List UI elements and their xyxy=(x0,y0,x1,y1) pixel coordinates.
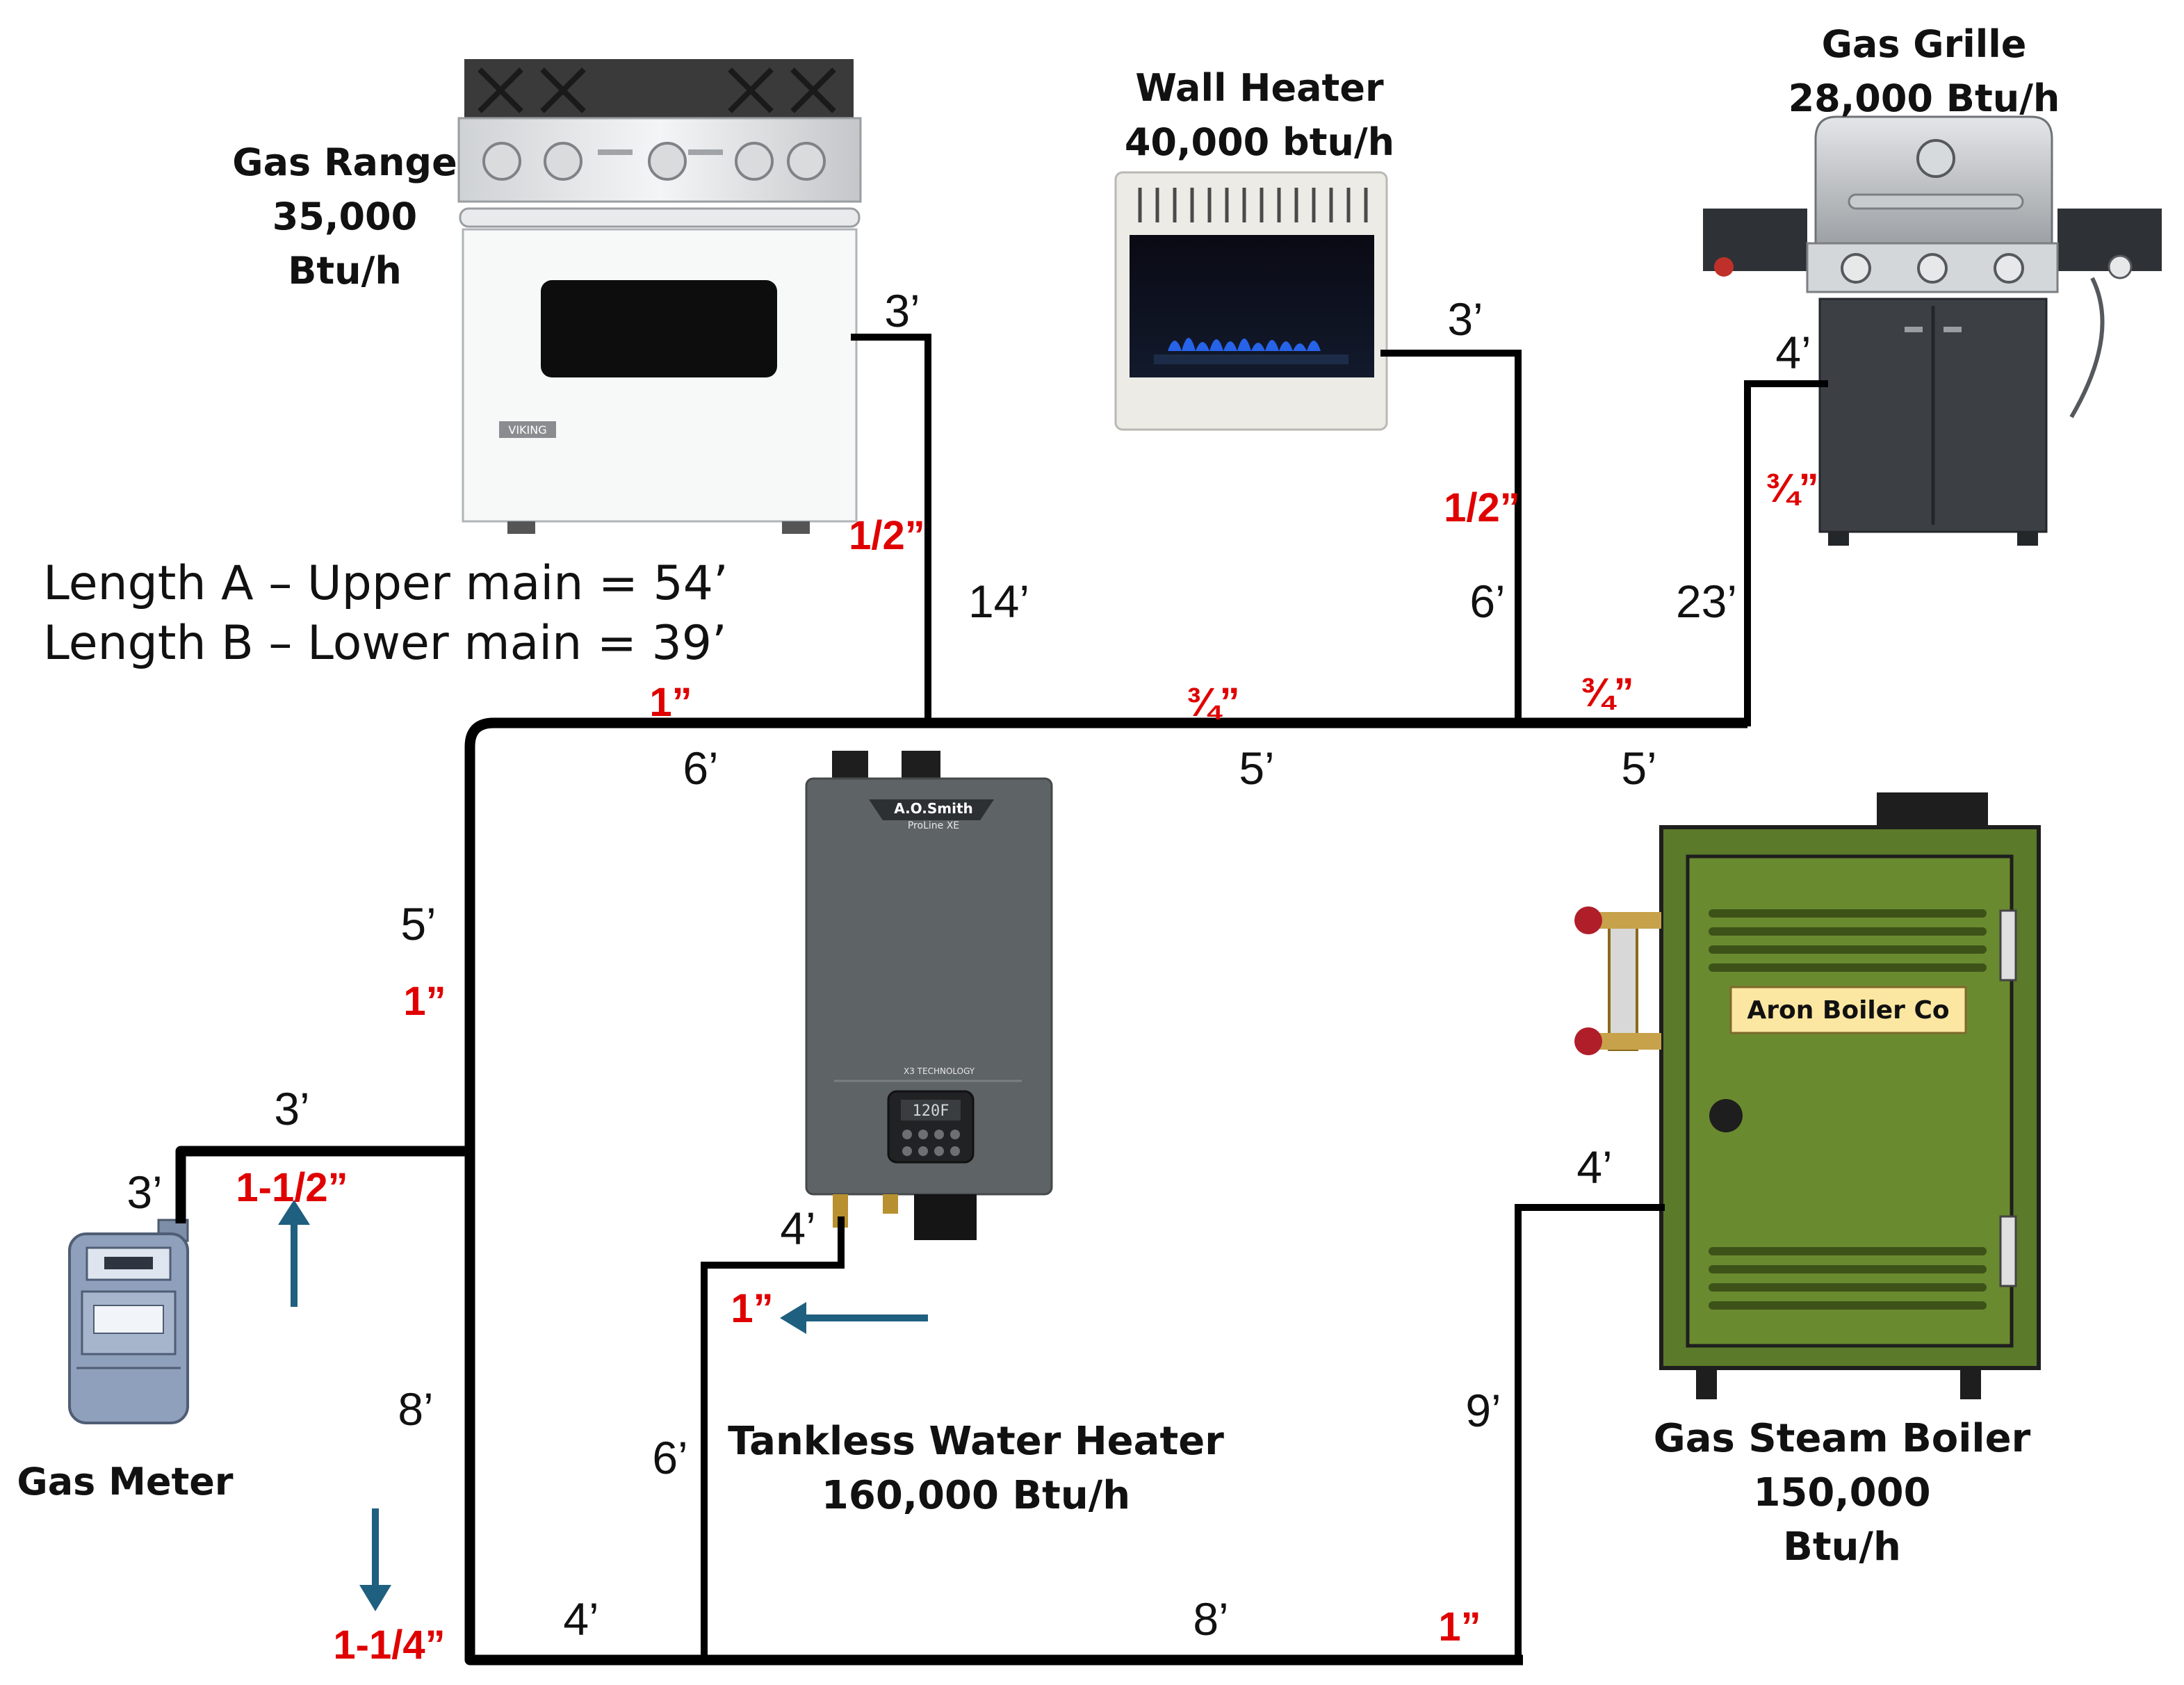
gas-meter-image xyxy=(68,1219,189,1424)
size-meter-line: 1-1/2” xyxy=(236,1165,348,1210)
gas-range-btu: 35,000 xyxy=(272,195,417,238)
boiler-btu: 150,000 xyxy=(1753,1470,1930,1515)
flow-arrow-down-head xyxy=(359,1585,391,1611)
length-riser-upper: 5’ xyxy=(400,898,436,950)
length-grille-top: 4’ xyxy=(1775,327,1811,378)
gas-range-label: Gas Range xyxy=(232,140,457,184)
length-meter-horizontal: 3’ xyxy=(274,1083,309,1134)
flow-arrow-left-head xyxy=(780,1302,806,1334)
water-heater-label: Tankless Water Heater xyxy=(728,1419,1224,1464)
size-lower-main: 1” xyxy=(1438,1604,1481,1650)
main-loop-pipe xyxy=(464,717,1747,1666)
length-wh-branch: 6’ xyxy=(652,1432,687,1483)
water-heater-tech: X3 TECHNOLOGY xyxy=(904,1066,975,1076)
length-upper-seg2: 5’ xyxy=(1239,742,1274,794)
tankless-water-heater-image: A.O.Smith ProLine XE X3 TECHNOLOGY 120F xyxy=(805,751,1053,1240)
length-lower-seg2: 8’ xyxy=(1193,1593,1228,1645)
size-upper-seg3: ¾” xyxy=(1580,670,1633,715)
gas-grille-label: Gas Grille xyxy=(1822,22,2027,66)
size-wh-branch: 1” xyxy=(731,1286,773,1331)
flow-arrows xyxy=(278,1200,928,1611)
length-wall-drop: 6’ xyxy=(1469,576,1505,627)
gas-grille-btu: 28,000 Btu/h xyxy=(1788,76,2060,120)
gas-grille-image xyxy=(1703,115,2162,546)
length-range-top: 3’ xyxy=(884,285,920,336)
length-wh-top: 4’ xyxy=(780,1203,815,1254)
length-grille-drop: 23’ xyxy=(1676,576,1737,627)
meter-line-pipe xyxy=(175,1146,470,1223)
size-upper-seg1: 1” xyxy=(649,680,692,725)
wall-heater-branch-pipe xyxy=(1380,350,1522,726)
gas-meter-label: Gas Meter xyxy=(17,1460,234,1504)
gas-range-unit: Btu/h xyxy=(288,249,402,293)
boiler-nameplate: Aron Boiler Co xyxy=(1747,996,1949,1025)
range-branch-pipe xyxy=(851,334,931,726)
length-meter-vertical: 3’ xyxy=(127,1166,162,1218)
flow-arrow-up-head xyxy=(278,1200,310,1225)
appliance-labels: Gas Range 35,000 Btu/h Wall Heater 40,00… xyxy=(17,22,2060,1570)
size-riser-upper: 1” xyxy=(403,979,446,1024)
water-heater-brand: A.O.Smith xyxy=(894,800,973,817)
water-heater-display: 120F xyxy=(913,1102,950,1120)
length-boiler-branch: 9’ xyxy=(1465,1385,1501,1436)
gas-piping xyxy=(175,334,1828,1666)
gas-range-image: VIKING xyxy=(457,59,862,534)
wall-heater-label: Wall Heater xyxy=(1135,66,1384,110)
length-wall-top: 3’ xyxy=(1447,293,1483,345)
size-wall-branch: 1/2” xyxy=(1444,485,1520,530)
length-upper-seg3: 5’ xyxy=(1621,742,1656,794)
length-riser-lower: 8’ xyxy=(398,1383,433,1435)
water-heater-model: ProLine XE xyxy=(908,820,959,831)
range-brand: VIKING xyxy=(508,423,546,437)
length-a-note: Length A – Upper main = 54’ xyxy=(43,556,728,611)
boiler-branch-pipe xyxy=(1515,1204,1665,1663)
boiler-label: Gas Steam Boiler xyxy=(1654,1416,2031,1461)
size-upper-seg2: ¾” xyxy=(1186,680,1239,725)
size-grille-branch: ¾” xyxy=(1765,466,1818,511)
length-upper-seg1: 6’ xyxy=(683,742,718,794)
wall-heater-image xyxy=(1114,171,1388,431)
gas-steam-boiler-image: Aron Boiler Co xyxy=(1574,792,2041,1399)
pipe-lengths: 3’ 14’ 3’ 6’ 4’ 23’ 6’ 5’ 5’ 5’ 3’ 3’ 8’… xyxy=(127,285,1811,1645)
boiler-unit: Btu/h xyxy=(1783,1524,1901,1570)
length-range-drop: 14’ xyxy=(968,576,1029,627)
pipe-sizes: 1/2” 1/2” ¾” 1” ¾” ¾” 1” 1-1/2” 1-1/4” 1… xyxy=(236,466,1818,1668)
length-boiler-top: 4’ xyxy=(1576,1141,1612,1193)
size-riser-lower: 1-1/4” xyxy=(333,1622,445,1668)
length-lower-seg1: 4’ xyxy=(563,1593,598,1645)
grille-branch-pipe xyxy=(1744,380,1828,726)
size-range-branch: 1/2” xyxy=(849,513,925,558)
water-heater-btu: 160,000 Btu/h xyxy=(822,1473,1130,1518)
legend: Length A – Upper main = 54’ Length B – L… xyxy=(43,556,728,671)
wall-heater-btu: 40,000 btu/h xyxy=(1125,120,1394,164)
water-heater-branch-pipe xyxy=(701,1216,845,1663)
length-b-note: Length B – Lower main = 39’ xyxy=(43,616,727,671)
